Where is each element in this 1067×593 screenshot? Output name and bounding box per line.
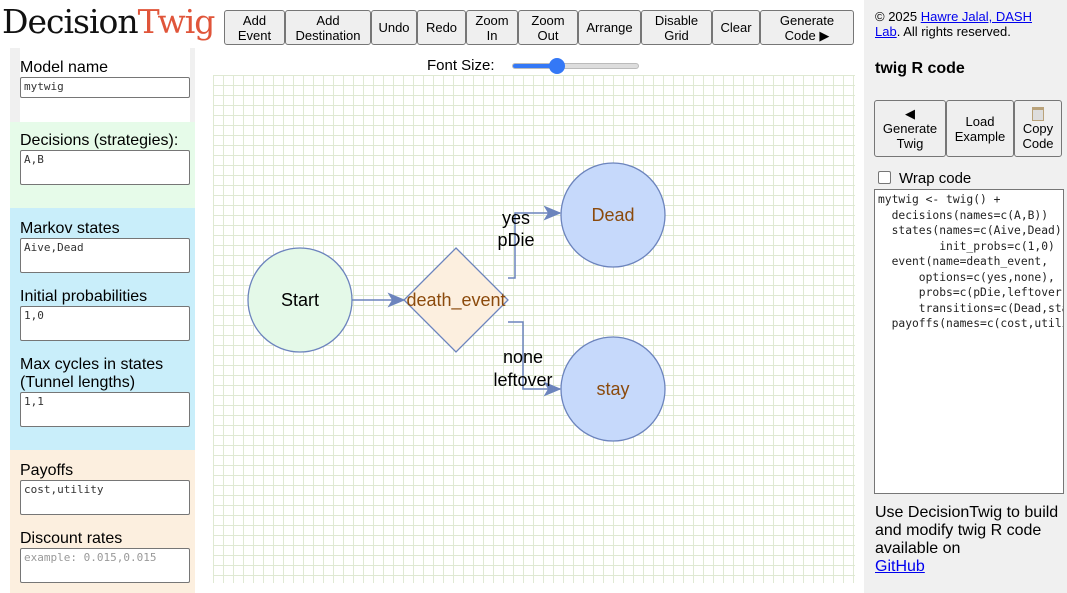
zoom-out-button[interactable]: Zoom Out (518, 10, 578, 45)
none-prob-label: leftover (493, 370, 552, 390)
clear-button[interactable]: Clear (712, 10, 760, 45)
wrap-code-label: Wrap code (899, 170, 972, 187)
none-edge[interactable] (508, 321, 562, 397)
none-option-label: none (503, 347, 543, 367)
decisions-textarea[interactable]: A,B (20, 150, 190, 185)
wrap-code-checkbox[interactable] (878, 171, 891, 184)
yes-prob-label: pDie (497, 230, 534, 250)
max-cycles-textarea[interactable]: 1,1 (20, 392, 190, 427)
initial-probs-textarea[interactable]: 1,0 (20, 306, 190, 341)
markov-states-textarea[interactable]: Aive,Dead (20, 238, 190, 273)
max-cycles-label: Max cycles in states (20, 356, 164, 373)
dead-node-label: Dead (591, 205, 634, 225)
copyright: © 2025 Hawre Jalal, DASH Lab. All rights… (875, 9, 1032, 39)
payoffs-label: Payoffs (20, 462, 74, 479)
clipboard-icon (1032, 106, 1044, 121)
font-size-slider[interactable] (512, 58, 639, 74)
redo-button[interactable]: Redo (417, 10, 466, 45)
yes-edge[interactable] (508, 205, 562, 279)
author-link[interactable]: Hawre Jalal, DASH Lab (875, 9, 1032, 39)
decisions-label: Decisions (strategies): (20, 132, 179, 149)
discount-rates-label: Discount rates (20, 530, 123, 547)
load-example-button[interactable]: Load Example (946, 100, 1014, 157)
github-link[interactable]: GitHub (875, 558, 925, 575)
code-textarea[interactable]: mytwig <- twig() + decisions(names=c(A,B… (874, 189, 1064, 494)
initial-probs-label: Initial probabilities (20, 288, 148, 305)
description: Use DecisionTwig to build and modify twi… (875, 504, 1059, 575)
font-size-label: Font Size: (427, 57, 495, 74)
model-name-label: Model name (20, 59, 109, 76)
markov-states-label: Markov states (20, 220, 120, 237)
discount-rates-textarea[interactable]: example: 0.015,0.015 (20, 548, 190, 583)
model-name-input[interactable]: mytwig (20, 77, 190, 98)
arrow-left-icon: ◀ (905, 106, 915, 121)
logo: DecisionTwig (2, 2, 215, 41)
diagram-svg: Start death_event Dead stay yes pDie non… (247, 162, 666, 442)
event-node[interactable] (403, 247, 509, 353)
code-title: twig R code (875, 60, 965, 77)
undo-button[interactable]: Undo (371, 10, 417, 45)
zoom-in-button[interactable]: Zoom In (466, 10, 518, 45)
add-event-button[interactable]: Add Event (224, 10, 285, 45)
generate-code-button[interactable]: Generate Code ▶ (760, 10, 854, 45)
start-node-label: Start (281, 290, 319, 310)
add-destination-button[interactable]: Add Destination (285, 10, 371, 45)
copy-code-button[interactable]: Copy Code (1014, 100, 1062, 157)
slider-fill (513, 64, 557, 68)
diagram-canvas[interactable]: Start death_event Dead stay yes pDie non… (213, 75, 855, 583)
event-node-label: death_event (406, 290, 505, 311)
slider-thumb[interactable] (548, 58, 565, 74)
tunnel-lengths-label: (Tunnel lengths) (20, 374, 136, 391)
payoffs-textarea[interactable]: cost,utility (20, 480, 190, 515)
yes-option-label: yes (502, 208, 530, 228)
arrange-button[interactable]: Arrange (578, 10, 641, 45)
generate-twig-button[interactable]: ◀Generate Twig (874, 100, 946, 157)
disable-grid-button[interactable]: Disable Grid (641, 10, 712, 45)
stay-node-label: stay (596, 379, 629, 399)
